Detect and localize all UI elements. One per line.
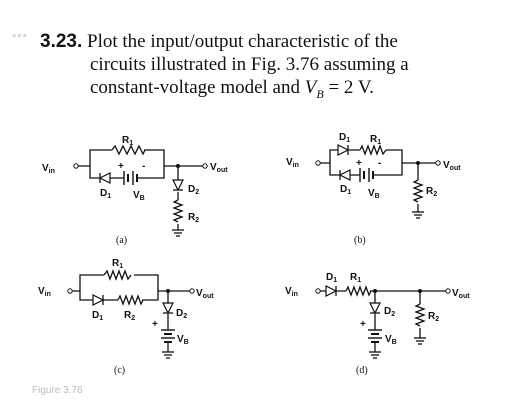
vb-label-d: VB [385,334,397,346]
d1-label-c: D1 [92,310,103,322]
plus-b: + [356,158,362,169]
diode-reverse-b [338,169,351,181]
watermark-stars: *** [12,32,28,44]
r1-label-c: R1 [112,258,123,270]
problem-line-3-text: constant-voltage model and [90,77,305,98]
d1-label-a: D1 [100,188,111,200]
wires-a [78,149,203,179]
resistor-r2-b [412,179,424,203]
r2-label-a: R2 [188,212,199,224]
r1-label-a: R1 [122,135,133,147]
diode-d1-d [325,285,338,297]
resistor-r2-c [117,294,144,306]
problem-statement: 3.23. Plot the input/output characterist… [40,30,510,106]
circuit-d: Vin Vout D1 R1 D2 + VB R2 (d) [285,272,470,376]
problem-line-3: constant-voltage model and VB = 2 V. [40,76,510,106]
r1-label-b: R1 [370,134,381,146]
vin-label-a: Vin [42,163,55,175]
vout-label-c: Vout [196,288,214,300]
diode-d2-a [172,179,184,192]
vout-terminal-a [202,163,208,169]
resistor-r1-a [111,144,146,156]
resistor-r1-d [345,285,372,297]
vout-terminal-d [445,288,451,294]
vout-label-d: Vout [452,288,470,300]
diode-d2-c [162,302,174,315]
plus-c: + [152,319,158,330]
d2-label-c: D2 [176,308,187,320]
resistor-r1-b [359,144,387,156]
vb-label-c: VB [177,334,189,346]
problem-line-1: Plot the input/output characteristic of … [87,31,398,52]
vout-label-b: Vout [443,160,461,172]
d2-label-a: D2 [188,184,199,196]
vin-terminal-a [73,163,79,169]
vin-label-d: Vin [285,286,298,298]
vin-label-b: Vin [286,157,299,169]
vin-terminal-b [315,160,321,166]
caption-c: (c) [114,365,125,376]
vout-label-a: Vout [210,162,228,174]
problem-var-v: V [304,77,317,98]
problem-line-3-tail: = 2 V. [323,77,374,98]
r1-label-d: R1 [350,272,361,284]
r2-label-d: R2 [428,311,439,323]
vin-terminal-d [315,288,321,294]
resistor-r2-a [172,199,184,223]
problem-number: 3.23. [40,31,83,52]
circuit-b: Vin Vout D1 R1 D1 VB + - R2 (b) [286,132,461,246]
d1-label-d: D1 [326,272,337,284]
caption-d: (d) [356,365,368,376]
r2-label-b: R2 [426,186,437,198]
vb-label-b: VB [368,188,380,200]
resistor-r2-d [414,303,426,327]
caption-b: (b) [354,235,366,246]
d1b-label-b: D1 [340,184,351,196]
d1-label-b: D1 [339,132,350,144]
plus-d: + [360,319,366,330]
vb-label-a: VB [133,190,145,202]
resistor-r1-c [103,269,132,281]
circuit-a: Vin Vout R1 D1 VB + - D2 R2 (a) [42,135,228,246]
vout-terminal-b [435,160,441,166]
vin-terminal-c [67,288,73,294]
diode-d1-c [92,294,105,306]
r2-label-c: R2 [124,310,135,322]
d2-label-d: D2 [384,306,395,318]
problem-line-2: circuits illustrated in Fig. 3.76 assumi… [90,54,409,75]
vin-label-c: Vin [38,286,51,298]
minus-b: - [378,158,381,169]
vout-terminal-c [189,288,195,294]
minus-a: - [142,161,145,172]
circuit-c: Vin Vout R1 D1 R2 D2 + VB (c) [38,258,214,376]
problem-var-sub: B [316,86,324,101]
wires-c [72,274,190,301]
figure-label: Figure 3.76 [32,385,83,396]
diode-d1-a [98,172,111,184]
diode-d1-b [337,144,350,156]
plus-a: + [118,161,124,172]
wires-b [320,149,436,176]
caption-a: (a) [116,235,127,246]
diode-d2-d [369,302,381,315]
